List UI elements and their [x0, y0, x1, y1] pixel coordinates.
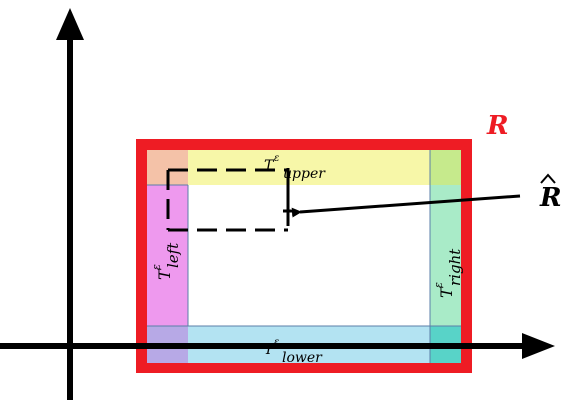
corner-upper-right: [430, 150, 461, 185]
svg-text:ε: ε: [150, 264, 163, 270]
svg-text:ε: ε: [274, 337, 279, 348]
svg-text:T: T: [264, 342, 275, 358]
svg-text:lower: lower: [282, 350, 323, 366]
label-R-hat-circumflex: [540, 173, 556, 184]
svg-text:right: right: [446, 248, 464, 286]
svg-text:T: T: [264, 158, 275, 174]
svg-text:T: T: [155, 268, 174, 280]
vertical-axis-arrowhead: [56, 8, 84, 40]
svg-text:upper: upper: [283, 166, 326, 182]
upper-band: [147, 150, 461, 185]
label-T-upper: T ε upper: [264, 153, 326, 182]
label-T-left: T ε left: [150, 242, 182, 280]
label-R-hat: R: [539, 183, 562, 213]
label-R: R: [486, 111, 509, 141]
svg-text:T: T: [437, 286, 456, 298]
pointer-arrow: [291, 194, 521, 218]
label-T-right: T ε right: [432, 248, 464, 298]
horizontal-axis-arrowhead: [522, 333, 555, 359]
dashed-box-R-hat: [166, 168, 288, 232]
svg-text:ε: ε: [432, 282, 445, 288]
svg-text:left: left: [164, 242, 182, 268]
svg-text:ε: ε: [274, 153, 279, 164]
label-T-lower: T ε lower: [264, 337, 323, 366]
